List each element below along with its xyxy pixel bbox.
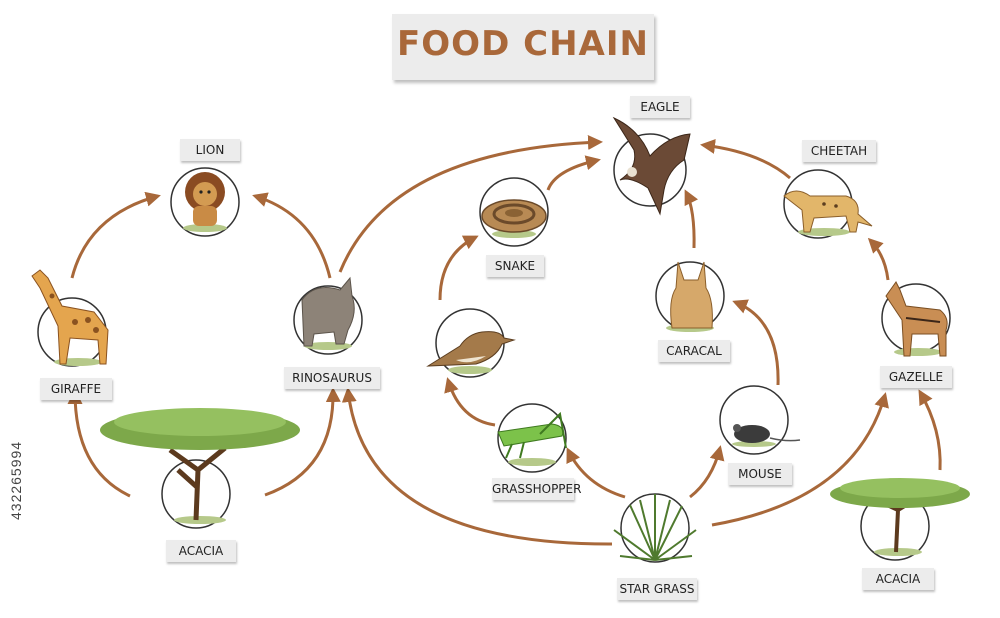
label-snake: SNAKE	[486, 255, 544, 277]
page-title: FOOD CHAIN	[397, 24, 649, 64]
giraffe-icon	[31, 269, 109, 366]
eagle-icon	[612, 116, 691, 216]
arrow-gazelle-to-cheetah	[867, 237, 890, 281]
grasshopper-icon	[497, 411, 567, 466]
arrow-giraffe-to-lion	[70, 191, 161, 279]
label-caracal: CARACAL	[658, 340, 730, 362]
arrow-rinosaurus-to-eagle	[338, 134, 603, 273]
arrow-grasshopper-to-bird	[444, 377, 496, 427]
lion-icon	[183, 172, 227, 232]
arrow-rinosaurus-to-lion	[252, 192, 332, 279]
arrow-cheetah-to-eagle	[700, 139, 791, 180]
acacia-tree-icon-right	[830, 478, 970, 556]
cheetah-icon	[783, 190, 873, 236]
acacia-tree-icon	[100, 408, 300, 524]
arrow-stargrass-to-grasshopper	[566, 447, 626, 499]
rhinoceros-icon	[301, 276, 355, 350]
label-gazelle: GAZELLE	[880, 366, 952, 388]
arrow-bird-to-snake	[438, 235, 479, 301]
label-mouse: MOUSE	[728, 463, 792, 485]
label-grasshopper: GRASSHOPPER	[492, 478, 581, 500]
label-star-grass: STAR GRASS	[617, 578, 697, 600]
arrow-snake-to-eagle	[546, 155, 601, 191]
label-lion: LION	[180, 139, 240, 161]
label-acacia-left: ACACIA	[166, 540, 236, 562]
arrow-acacia-to-gazelle	[918, 389, 942, 471]
arrow-acacia-to-rinosaurus	[264, 387, 341, 497]
snake-icon	[481, 199, 547, 238]
label-giraffe: GIRAFFE	[40, 378, 112, 400]
mouse-icon	[732, 424, 801, 447]
label-acacia-right: ACACIA	[862, 568, 934, 590]
arrow-caracal-to-eagle	[684, 189, 699, 249]
gazelle-icon	[885, 281, 948, 357]
title-banner: FOOD CHAIN	[392, 14, 654, 80]
arrow-mouse-to-caracal	[732, 299, 780, 386]
side-id-number: 432265994	[8, 440, 24, 520]
label-eagle: EAGLE	[630, 96, 690, 118]
arrow-acacia-to-giraffe	[67, 389, 131, 498]
label-cheetah: CHEETAH	[802, 140, 876, 162]
bird-icon	[426, 331, 516, 374]
arrow-stargrass-to-rinosaurus	[341, 387, 613, 546]
arrow-stargrass-to-mouse	[689, 445, 725, 499]
arrow-stargrass-to-gazelle	[711, 392, 889, 527]
caracal-icon	[666, 261, 714, 332]
star-grass-icon	[613, 494, 697, 561]
label-rinosaurus: RINOSAURUS	[284, 367, 380, 389]
